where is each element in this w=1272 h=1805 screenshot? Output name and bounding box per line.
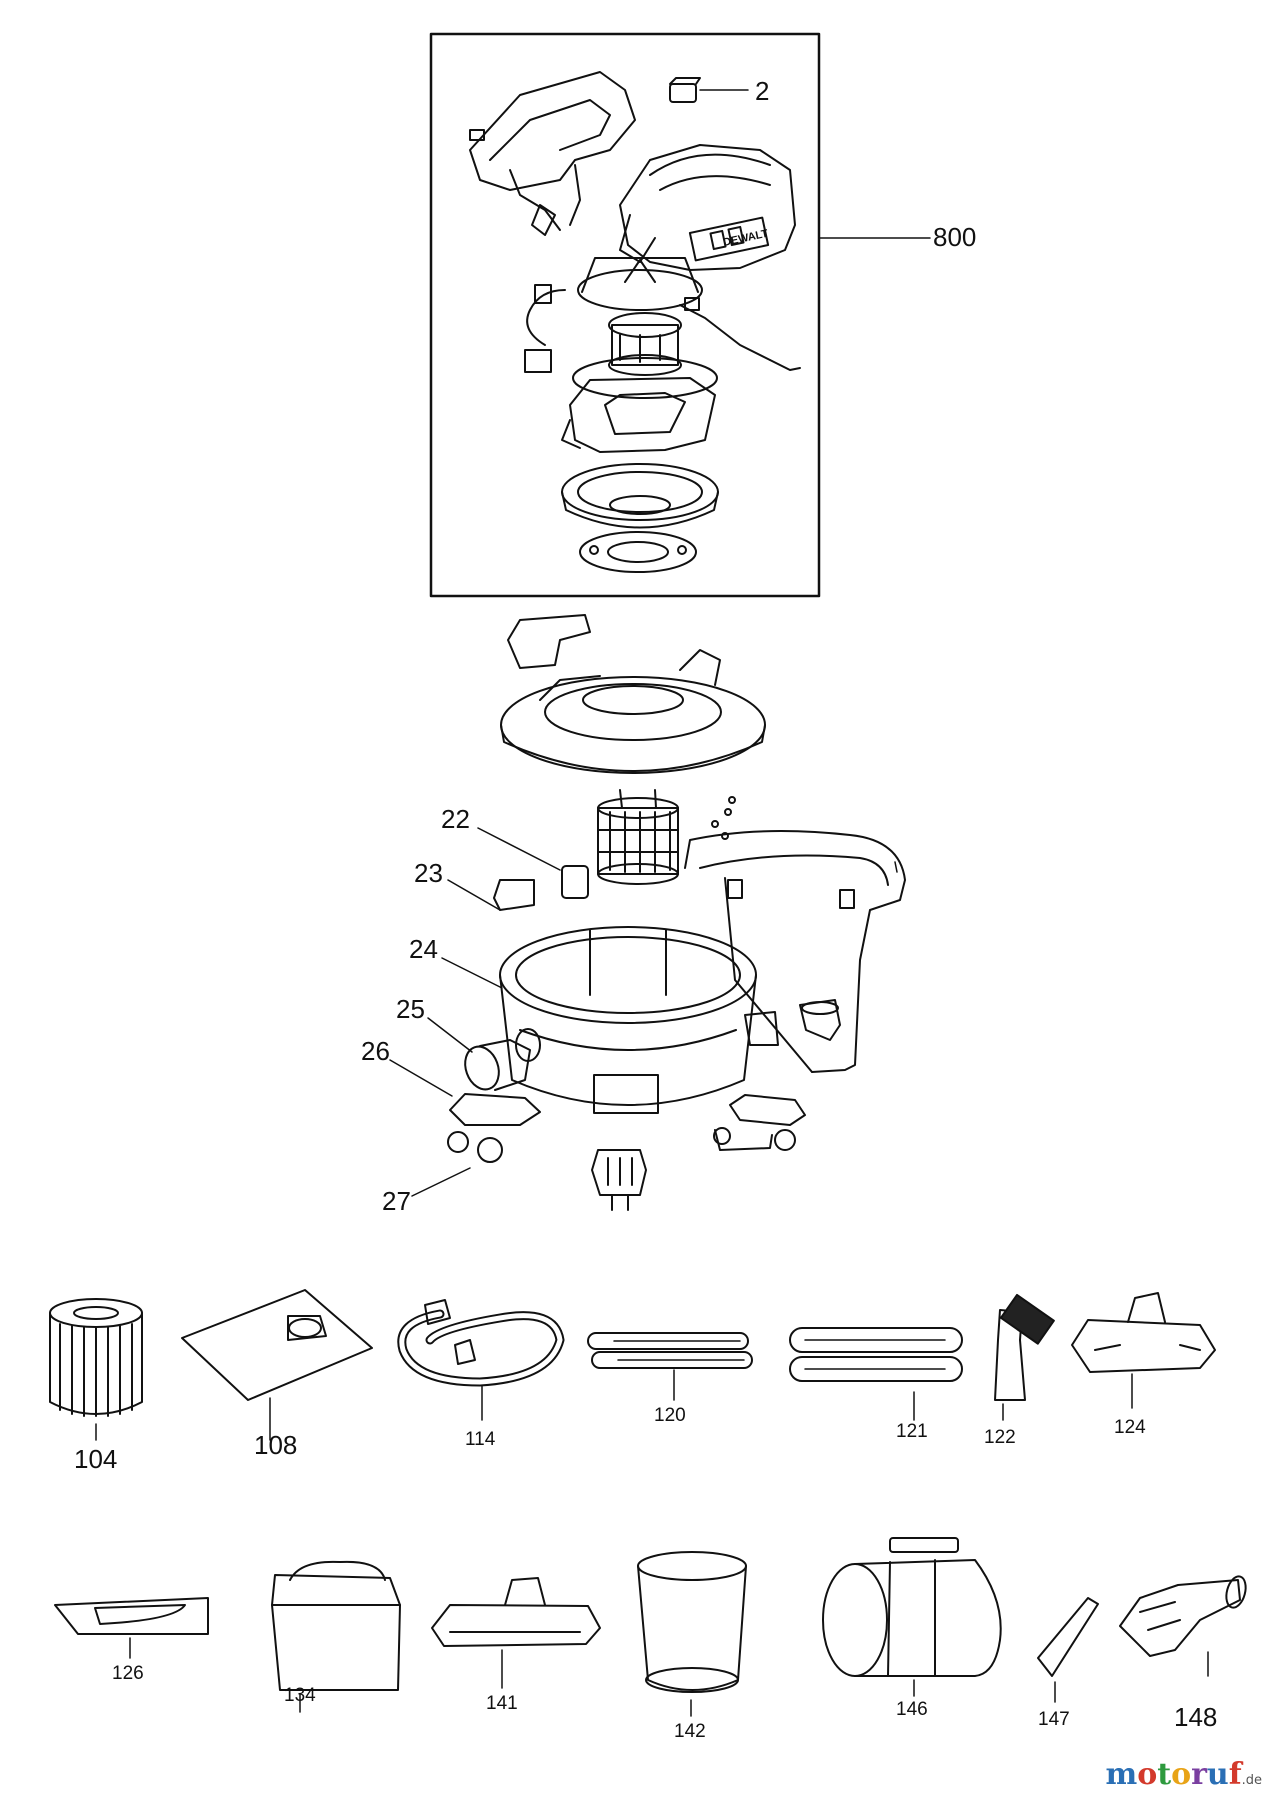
carry-handle-part (684, 830, 906, 1073)
callout-800: 800 (933, 222, 977, 252)
callout-148: 148 (1174, 1702, 1218, 1732)
callout-146: 146 (896, 1699, 928, 1720)
filter-cage-part (597, 789, 679, 885)
callout-24: 24 (409, 934, 438, 964)
watermark-letter: o (1137, 1757, 1158, 1792)
callout-126: 126 (112, 1663, 144, 1684)
watermark-domain: .de (1241, 1773, 1262, 1788)
wiring-harness-part (524, 284, 801, 373)
callout-141: 141 (486, 1693, 518, 1714)
callout-120: 120 (654, 1405, 686, 1426)
watermark-letter: m (1105, 1757, 1138, 1792)
part-26-dolly (449, 1093, 806, 1151)
part-104-cartridge-filter (49, 1298, 143, 1441)
part-146-bag-holder (822, 1537, 1002, 1697)
callout-22: 22 (441, 804, 470, 834)
callout-104: 104 (74, 1444, 118, 1474)
air-guide-part (577, 257, 703, 311)
assembly-800-frame (429, 32, 821, 598)
watermark-letter: r (1191, 1757, 1207, 1792)
watermark-letter: o (1171, 1757, 1192, 1792)
callout-122: 122 (984, 1427, 1016, 1448)
callout-147: 147 (1038, 1709, 1070, 1730)
part-22-float (561, 865, 589, 899)
watermark-letter: u (1206, 1757, 1229, 1792)
part-124-floor-nozzle (1071, 1292, 1216, 1409)
callout-26: 26 (361, 1036, 390, 1066)
part-134-storage-bag (271, 1560, 401, 1713)
motor-housing-part (561, 377, 716, 453)
callout-27: 27 (382, 1186, 411, 1216)
part-147-adapter (1037, 1597, 1099, 1703)
part-2-clip (669, 77, 749, 103)
callout-108: 108 (254, 1430, 298, 1460)
callout-121: 121 (896, 1421, 928, 1442)
motor-cover-part (619, 144, 931, 271)
part-121-wands (789, 1327, 963, 1421)
callout-114: 114 (465, 1429, 496, 1450)
part-148-claw-nozzle (1119, 1575, 1247, 1677)
callout-2: 2 (755, 76, 770, 106)
part-120-extension-wands (587, 1332, 753, 1401)
watermark-letter: t (1157, 1757, 1172, 1792)
callout-124: 124 (1114, 1417, 1146, 1438)
main-lid-part (500, 614, 766, 774)
callout-134: 134 (284, 1685, 316, 1706)
callout-142: 142 (674, 1721, 706, 1742)
watermark-letters: motoruf (1105, 1757, 1241, 1792)
front-caster-housing (591, 1149, 647, 1211)
part-114-hose (397, 1299, 565, 1421)
part-141-wet-nozzle (431, 1577, 601, 1689)
seal-ring-part (561, 463, 719, 529)
part-25-inlet (464, 1028, 541, 1091)
callout-23: 23 (414, 858, 443, 888)
part-142-filter-basket (637, 1551, 747, 1717)
callout-leaders (389, 827, 561, 1197)
motor-unit-part (572, 312, 718, 399)
callout-25: 25 (396, 994, 425, 1024)
watermark-letter: f (1228, 1757, 1242, 1792)
part-23-latch (493, 879, 535, 911)
upper-lid-part (469, 71, 636, 236)
screw-set (711, 796, 736, 840)
part-27-caster (447, 1127, 796, 1163)
part-126-crevice-tool (54, 1597, 209, 1659)
side-hose-holder (744, 999, 841, 1046)
motoruf-watermark: motoruf.de (1105, 1757, 1262, 1792)
part-24-tank (499, 926, 757, 1114)
filter-plate-part (579, 531, 697, 573)
part-108-filter-bag (181, 1289, 373, 1441)
part-122-brush-nozzle (994, 1293, 1055, 1421)
